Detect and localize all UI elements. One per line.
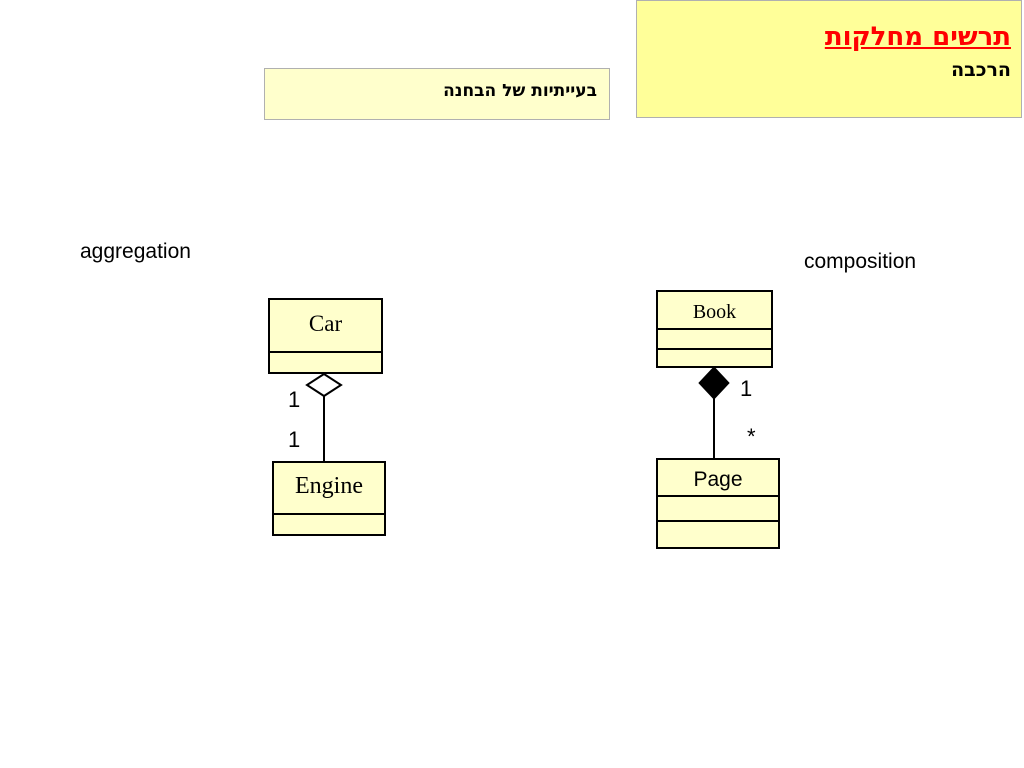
class-engine: Engine [272,461,386,536]
class-page-name: Page [658,460,778,497]
slide-subtitle: הרכבה [951,59,1011,81]
aggregation-label: aggregation [80,240,191,263]
class-car: Car [268,298,383,374]
class-car-name: Car [270,300,381,353]
class-book: Book [656,290,773,368]
class-book-attributes [658,330,771,350]
issues-box: בעייתיות של הבחנה [264,68,610,120]
class-book-name: Book [658,292,771,330]
class-page-attributes [658,497,778,522]
composition-whole-multiplicity: 1 [740,376,753,401]
issues-label: בעייתיות של הבחנה [443,81,597,101]
composition-label: composition [804,250,917,273]
class-page: Page [656,458,780,549]
aggregation-whole-multiplicity: 1 [288,387,301,412]
class-engine-name: Engine [274,463,384,515]
aggregation-diamond [305,372,343,398]
composition-diamond [698,366,730,400]
aggregation-part-multiplicity: 1 [288,427,301,452]
slide-title-box: תרשים מחלקות הרכבה [636,0,1022,118]
slide-title: תרשים מחלקות [824,22,1011,52]
composition-part-multiplicity: * [747,424,756,449]
